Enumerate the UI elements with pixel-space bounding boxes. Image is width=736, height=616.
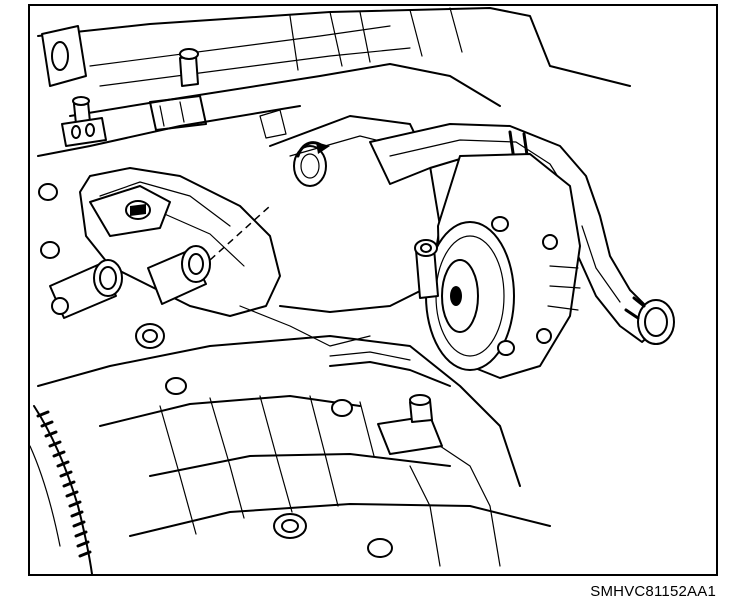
flywheel-ring-gear: [30, 405, 93, 574]
water-pump: [414, 153, 581, 379]
illustration-frame: [28, 4, 718, 576]
lower-block: [37, 335, 551, 567]
engine-illustration: [30, 7, 675, 574]
coolant-hose: [369, 123, 675, 345]
engine-block: [37, 7, 631, 157]
figure-code: SMHVC81152AA1: [590, 583, 716, 600]
thermostat-housing: [38, 167, 281, 349]
rotation-arrow-icon: [293, 141, 330, 187]
